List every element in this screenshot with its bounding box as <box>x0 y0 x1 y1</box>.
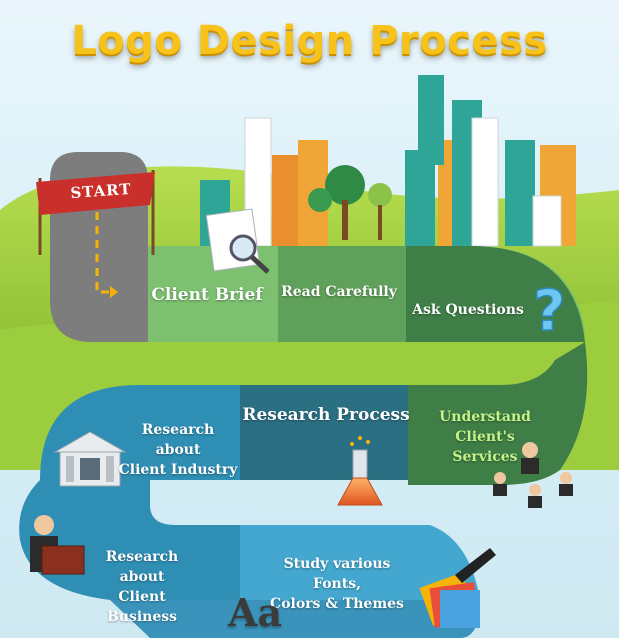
step-understand-services: Understand Client's Services <box>410 407 560 467</box>
trees <box>308 165 392 240</box>
businessman-icon <box>30 515 85 575</box>
step-understand-services-line1: Understand Client's <box>439 409 531 445</box>
step-read-carefully: Read Carefully <box>281 284 397 300</box>
step-research-industry: Research about Client Industry <box>118 420 238 480</box>
font-sample-icon: Aa <box>228 590 283 635</box>
color-swatch-icon <box>419 548 496 629</box>
question-mark-icon: ? <box>533 279 565 344</box>
step-understand-services-line2: Services <box>452 449 518 465</box>
flask-icon <box>337 436 383 506</box>
step-research-business: Research about Client Business <box>84 547 200 627</box>
step-research-business-line1: Research about <box>105 549 179 585</box>
step-research-industry-line1: Research about <box>141 422 215 458</box>
step-research-business-line2: Client Business <box>106 589 178 625</box>
step-study-fonts-line2: Colors & Themes <box>270 596 404 612</box>
step-ask-questions: Ask Questions <box>412 302 524 318</box>
team-network-icon <box>493 442 573 508</box>
step-study-fonts: Study various Fonts, Colors & Themes <box>262 554 412 614</box>
path-bottom-edge <box>110 600 480 638</box>
document-magnifier-icon <box>205 208 270 274</box>
city-skyline <box>200 75 576 247</box>
start-banner <box>36 170 155 255</box>
start-arrow <box>95 212 113 294</box>
step-client-brief: Client Brief <box>151 285 263 305</box>
page-title: Logo Design Process <box>71 18 548 64</box>
step-study-fonts-line1: Study various Fonts, <box>283 556 391 592</box>
step-research-process: Research Process <box>242 405 410 425</box>
bank-building-icon <box>53 431 127 487</box>
step-research-industry-line2: Client Industry <box>118 462 238 478</box>
